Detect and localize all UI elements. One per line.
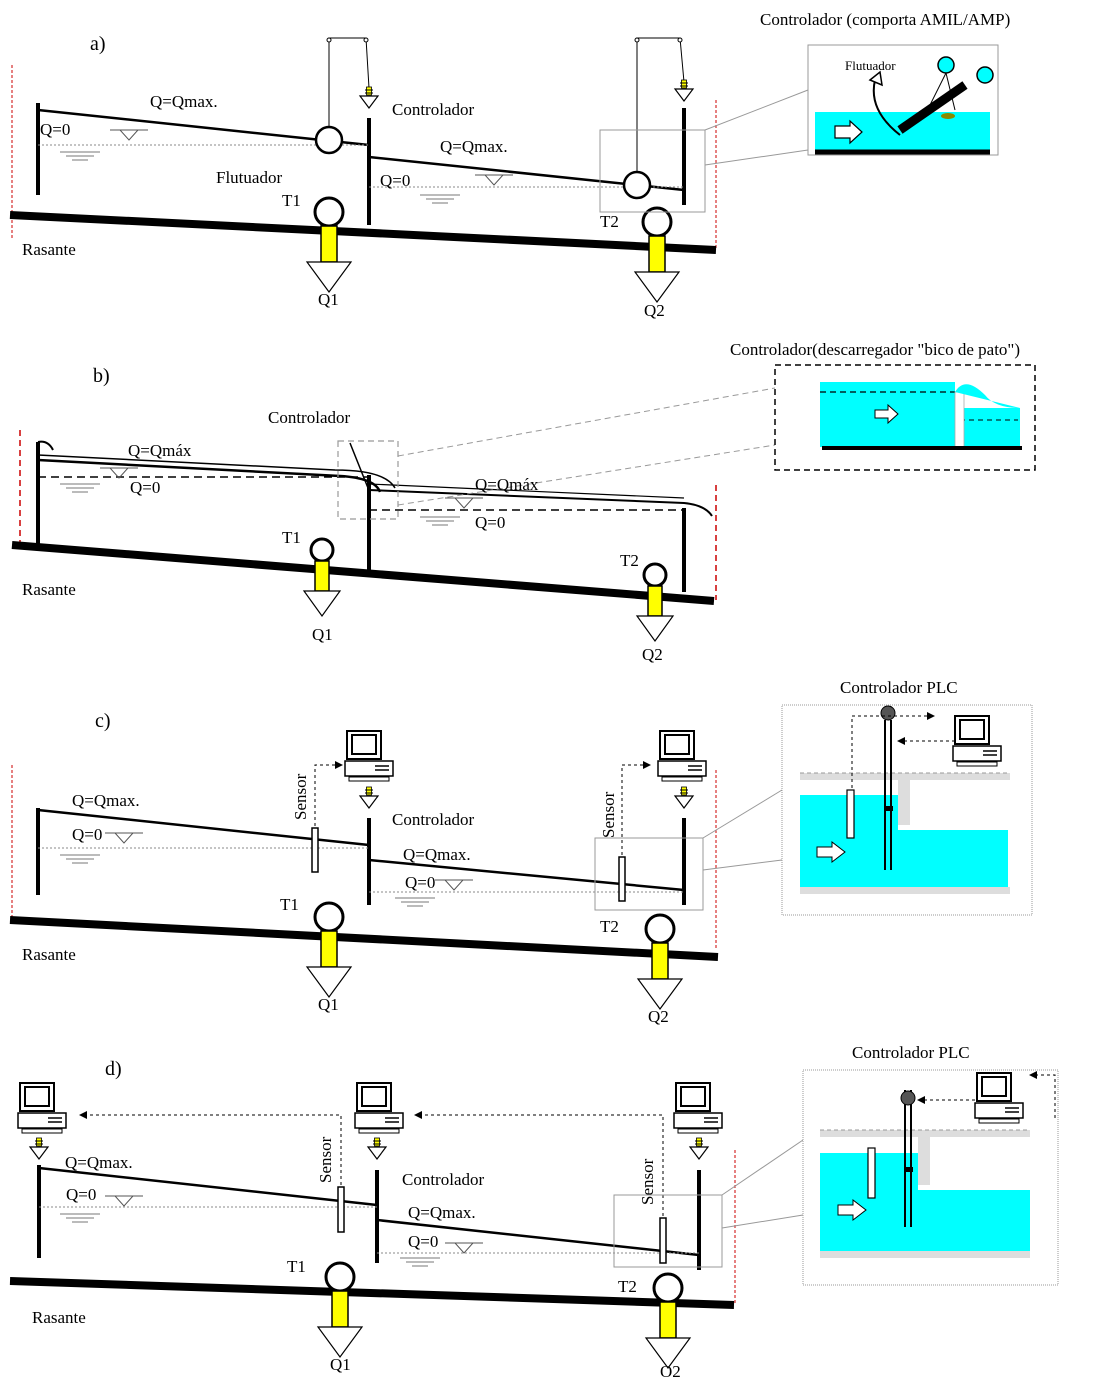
label-q2: Q2 <box>648 1007 669 1026</box>
computer-1 <box>344 730 394 782</box>
label-t2: T2 <box>600 917 619 936</box>
label-grade: Rasante <box>22 945 76 964</box>
label-q0-2: Q=0 <box>380 171 410 190</box>
panel-d-tag: d) <box>105 1058 122 1080</box>
panel-b-tag: b) <box>93 365 110 387</box>
label-q2: Q2 <box>644 301 665 320</box>
label-q0-1: Q=0 <box>40 120 70 139</box>
water-line-qmax-1 <box>37 108 370 147</box>
label-t2: T2 <box>618 1277 637 1296</box>
label-q0-2: Q=0 <box>475 513 505 532</box>
label-q0-1: Q=0 <box>72 825 102 844</box>
panel-d: d) Q=Qmax. Q=0 Q=Qmax. Q=0 Controlador S… <box>9 1043 1059 1381</box>
label-t2: T2 <box>620 551 639 570</box>
label-controller: Controlador <box>402 1170 484 1189</box>
label-q2: O2 <box>660 1362 681 1381</box>
label-controller: Controlador <box>392 100 474 119</box>
canal-bed <box>9 916 719 961</box>
inset-c: Controlador PLC <box>781 678 1033 916</box>
label-grade: Rasante <box>22 240 76 259</box>
label-sensor-2: Sensor <box>599 791 618 838</box>
sensor-2 <box>618 856 626 902</box>
offtake-t1 <box>305 196 353 294</box>
panel-a-tag: a) <box>90 33 106 55</box>
inset-c-title: Controlador PLC <box>840 678 958 697</box>
label-q2: Q2 <box>642 645 663 664</box>
inset-d: Controlador PLC <box>802 1043 1059 1286</box>
panel-c-tag: c) <box>95 710 111 732</box>
label-qmax-1: Q=Qmáx <box>128 441 192 460</box>
label-sensor-1: Sensor <box>291 773 310 820</box>
label-t2: T2 <box>600 212 619 231</box>
label-q1: Q1 <box>312 625 333 644</box>
label-grade: Rasante <box>32 1308 86 1327</box>
label-grade: Rasante <box>22 580 76 599</box>
label-sensor-2: Sensor <box>638 1158 657 1205</box>
inset-a-float-label: Flutuador <box>845 58 896 73</box>
label-sensor-1: Sensor <box>316 1136 335 1183</box>
label-qmax-2: Q=Qmax. <box>440 137 508 156</box>
float-linkage-2 <box>636 37 685 172</box>
computer-2 <box>657 730 707 782</box>
detail-frame <box>599 129 706 213</box>
label-controller: Controlador <box>392 810 474 829</box>
canal-bed <box>9 1277 735 1309</box>
label-qmax-1: Q=Qmax. <box>150 92 218 111</box>
canal-bed <box>9 211 717 254</box>
inset-b: Controlador(descarregador "bico de pato"… <box>730 340 1036 471</box>
panel-a: a) Q=Qmax. Q=0 Q=Qmax. Q=0 Controlador F… <box>9 10 1010 320</box>
panel-c: c) Q=Qmax. Q=0 Q=Qmax. Q=0 Controlador S… <box>9 678 1033 1026</box>
offtake-t2 <box>633 206 681 304</box>
label-qmax-1: Q=Qmax. <box>72 791 140 810</box>
sensor-1 <box>311 827 319 873</box>
label-float: Flutuador <box>216 168 282 187</box>
label-controller: Controlador <box>268 408 350 427</box>
label-t1: T1 <box>287 1257 306 1276</box>
panel-b: b) Controlador Q=Qmáx Q=0 Q=Qmáx Q=0 T1 … <box>11 340 1036 664</box>
float-1 <box>314 125 344 155</box>
label-q0-2: Q=0 <box>405 873 435 892</box>
label-q0-1: Q=0 <box>130 478 160 497</box>
label-t1: T1 <box>282 191 301 210</box>
inset-d-title: Controlador PLC <box>852 1043 970 1062</box>
float-linkage-1 <box>328 37 370 127</box>
label-q1: Q1 <box>318 995 339 1014</box>
inset-a: Controlador (comporta AMIL/AMP) Flutuado… <box>760 10 1010 156</box>
inset-b-title: Controlador(descarregador "bico de pato"… <box>730 340 1020 359</box>
label-q1: Q1 <box>330 1355 351 1374</box>
label-qmax-2: Q=Qmax. <box>408 1203 476 1222</box>
float-2 <box>622 170 652 200</box>
label-qmax-1: Q=Qmax. <box>65 1153 133 1172</box>
label-q0-1: Q=0 <box>66 1185 96 1204</box>
label-qmax-2: Q=Qmax. <box>403 845 471 864</box>
label-qmax-2: Q=Qmáx <box>475 475 539 494</box>
inset-a-title: Controlador (comporta AMIL/AMP) <box>760 10 1010 29</box>
actuator-2 <box>674 79 694 102</box>
actuator-1 <box>359 86 379 109</box>
label-t1: T1 <box>280 895 299 914</box>
label-q0-2: Q=0 <box>408 1232 438 1251</box>
label-q1: Q1 <box>318 290 339 309</box>
label-t1: T1 <box>282 528 301 547</box>
canal-bed <box>11 541 715 605</box>
